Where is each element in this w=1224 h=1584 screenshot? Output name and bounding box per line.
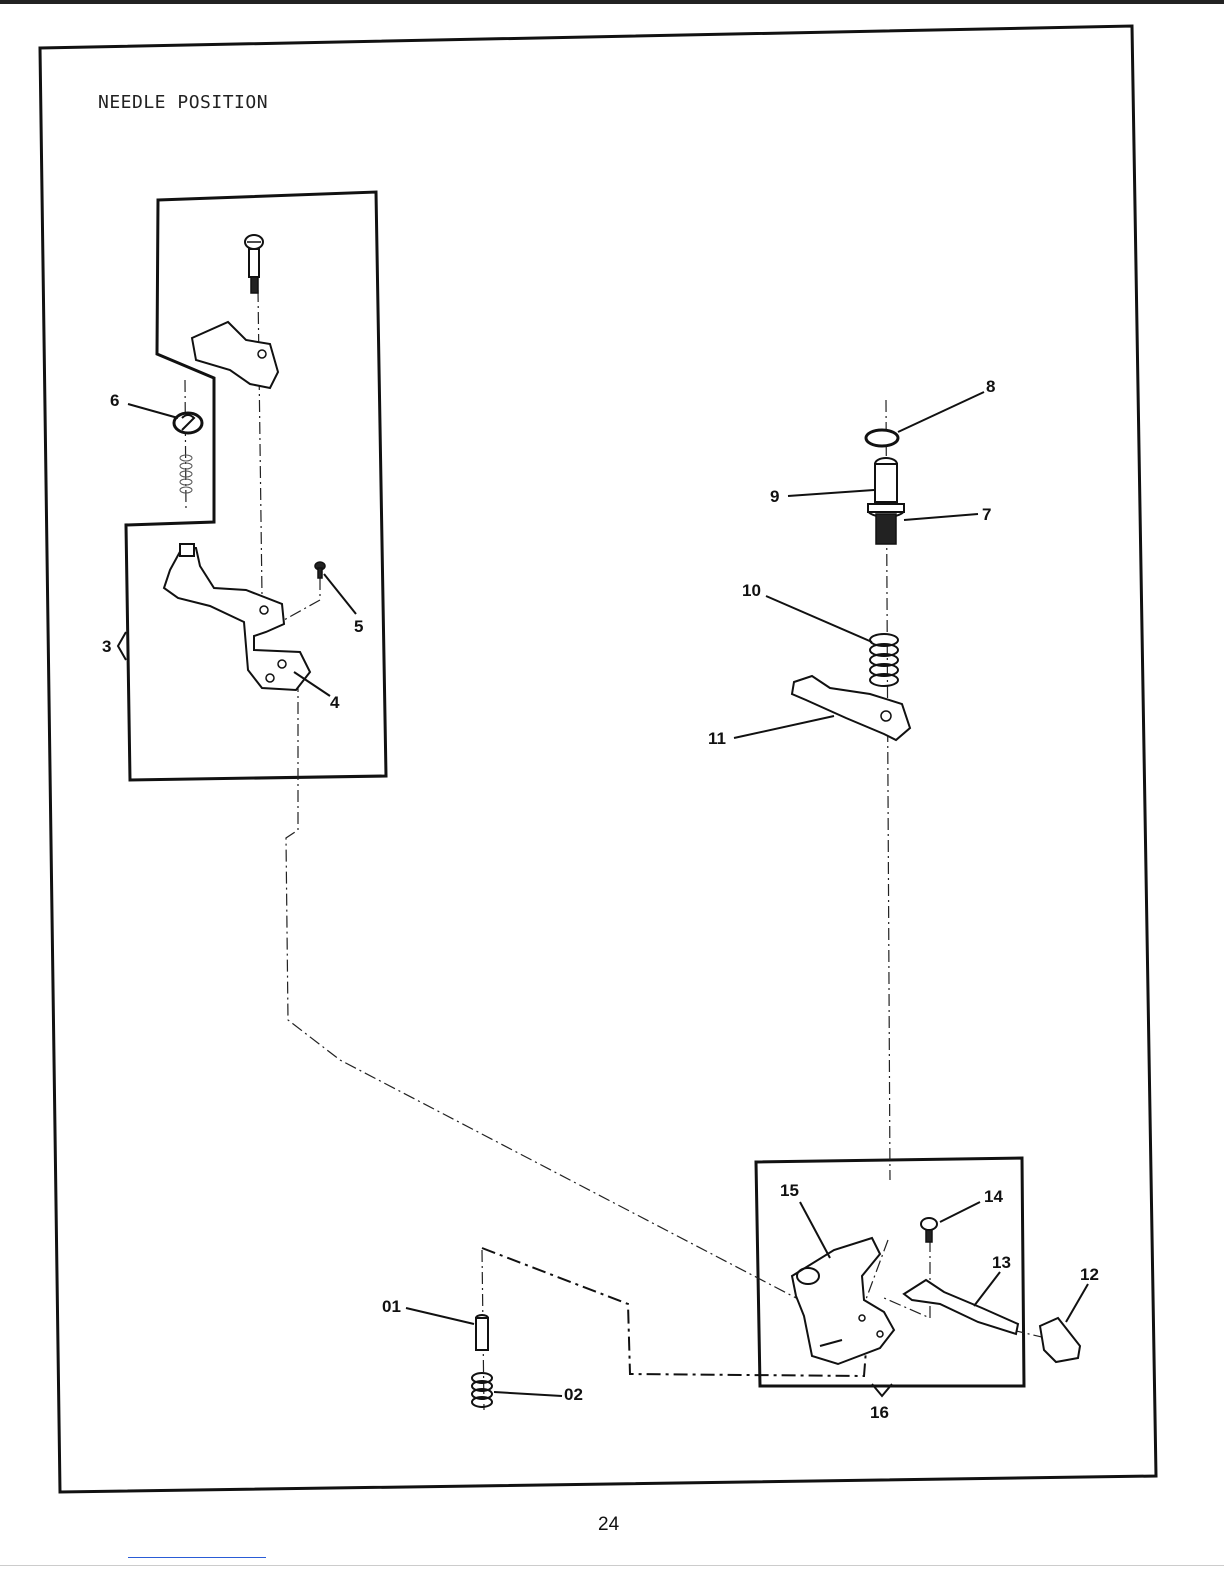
coil-spring <box>870 634 898 686</box>
leader-3 <box>118 632 126 660</box>
axis-screw14 <box>884 1240 930 1318</box>
callout-13: 13 <box>992 1253 1011 1272</box>
shoulder-screw <box>245 235 263 293</box>
callout-4: 4 <box>330 693 340 712</box>
leader-5 <box>324 574 356 614</box>
bracket-screw <box>921 1218 937 1242</box>
callout-5: 5 <box>354 617 363 636</box>
leader-8 <box>898 392 984 432</box>
needle-position-lever <box>164 548 310 690</box>
outer-frame <box>40 26 1156 1492</box>
axis-left-screw <box>258 290 262 596</box>
callout-6: 6 <box>110 391 119 410</box>
leader-10 <box>766 596 872 642</box>
leader-11 <box>734 716 834 738</box>
leader-7 <box>904 514 978 520</box>
callout-11: 11 <box>708 729 726 748</box>
control-knob <box>1040 1318 1080 1362</box>
callout-01: 01 <box>382 1297 401 1316</box>
stud-shaft <box>868 458 904 544</box>
leader-6 <box>128 404 178 418</box>
leader-13 <box>974 1272 1000 1306</box>
callout-7: 7 <box>982 505 991 524</box>
control-plate <box>904 1280 1018 1334</box>
callout-12: 12 <box>1080 1265 1099 1284</box>
leader-14 <box>940 1202 980 1222</box>
leader-02 <box>494 1392 562 1396</box>
leader-12 <box>1066 1284 1088 1322</box>
leader-15 <box>800 1202 830 1258</box>
leader-01 <box>406 1308 474 1324</box>
callout-9: 9 <box>770 487 779 506</box>
callout-14: 14 <box>984 1187 1003 1206</box>
connector-left-to-right <box>286 680 800 1300</box>
callout-16: 16 <box>870 1403 889 1422</box>
retaining-clip <box>174 413 202 433</box>
callout-10: 10 <box>742 581 761 600</box>
pin <box>476 1315 488 1350</box>
bottom-link-underline <box>128 1557 266 1558</box>
callout-8: 8 <box>986 377 995 396</box>
small-screw <box>315 562 325 578</box>
washer <box>866 430 898 446</box>
pin-spring <box>472 1373 492 1407</box>
callout-15: 15 <box>780 1181 799 1200</box>
bottom-rule <box>0 1565 1224 1566</box>
leader-9 <box>788 490 874 496</box>
axis-left-clip <box>185 380 186 510</box>
zigzag-bracket <box>792 1238 894 1364</box>
callout-3: 3 <box>102 637 111 656</box>
callout-02: 02 <box>564 1385 583 1404</box>
page-number: 24 <box>598 1514 619 1536</box>
